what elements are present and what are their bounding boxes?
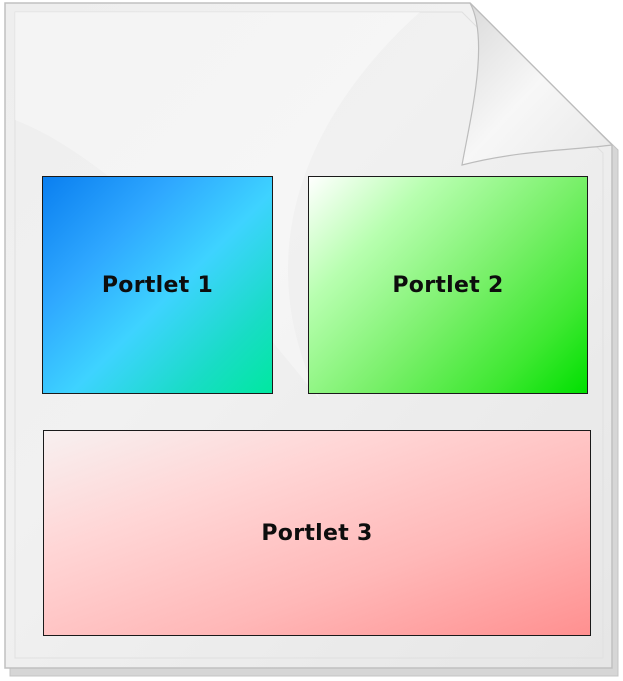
portlet-1: Portlet 1 <box>42 176 273 394</box>
portlet-2: Portlet 2 <box>308 176 588 394</box>
portlet-2-label: Portlet 2 <box>392 272 504 298</box>
portlet-3-label: Portlet 3 <box>261 520 373 546</box>
portlet-3: Portlet 3 <box>43 430 591 636</box>
portlet-1-label: Portlet 1 <box>101 272 214 298</box>
